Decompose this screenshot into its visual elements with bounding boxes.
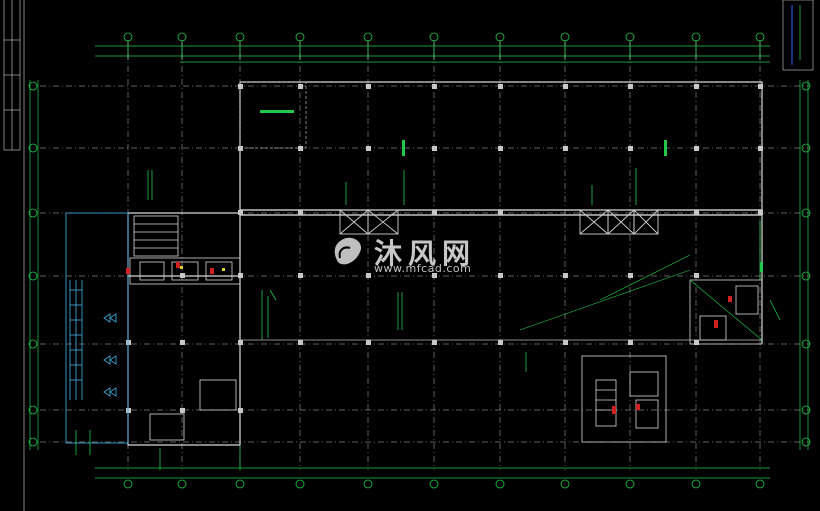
title-strip <box>3 0 25 511</box>
left-stair-zone <box>65 212 129 444</box>
annotation-marks <box>75 168 781 470</box>
axis-bubbles-bottom <box>123 479 765 489</box>
red-accents-right <box>612 296 732 414</box>
watermark-brand: 沐风网 <box>374 237 477 270</box>
axis-grid <box>40 40 810 470</box>
axis-bubbles-top <box>123 32 765 42</box>
left-core <box>129 215 241 441</box>
watermark-url: www.mfcad.com <box>374 262 472 275</box>
legend-block <box>782 0 814 71</box>
dimension-lines <box>29 45 809 479</box>
watermark-mark <box>334 237 362 265</box>
leader-lines <box>519 254 763 341</box>
room-labels <box>260 110 763 272</box>
axis-bubbles-right <box>801 81 811 447</box>
elevator-shafts <box>339 209 659 235</box>
red-accents-left <box>126 262 214 274</box>
axis-bubbles-left <box>28 81 38 447</box>
structural-columns <box>126 84 763 413</box>
yellow-accents-left <box>180 266 225 271</box>
